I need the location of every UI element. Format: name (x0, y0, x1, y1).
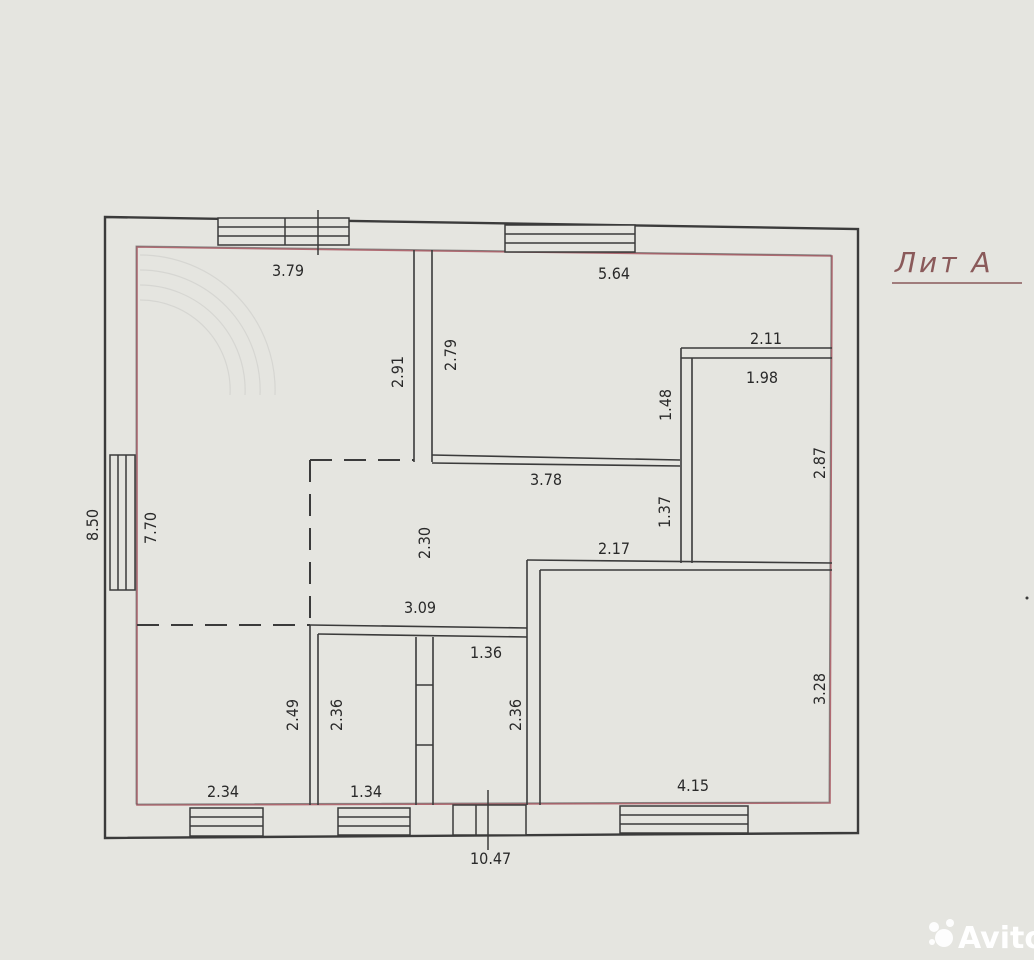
bottom-mid-partition (415, 637, 434, 805)
window-bottom-1 (189, 807, 264, 837)
dim-partition-left-height: 2.91 (388, 356, 407, 388)
dim-bottom-left-height: 2.49 (283, 699, 302, 731)
dim-hall-width: 3.78 (530, 470, 562, 489)
avito-logo-icon (929, 919, 954, 947)
dim-total-width: 10.47 (470, 849, 511, 868)
dimension-labels: 3.79 5.64 2.91 2.79 2.11 1.98 1.48 2.87 … (83, 261, 829, 868)
interior-walls (309, 250, 833, 805)
dim-total-height: 8.50 (83, 509, 102, 541)
windows (109, 210, 749, 850)
window-bottom-3 (619, 805, 749, 834)
dim-bottom-mid-height: 2.36 (506, 699, 525, 731)
zone-lines (137, 459, 414, 626)
top-right-room-wall (431, 454, 681, 467)
avito-logo-text: Avito (958, 921, 1034, 956)
dim-top-left-room-width: 3.79 (272, 261, 304, 280)
dim-small-room-width: 1.36 (470, 643, 502, 662)
dim-bottom-small-height: 2.36 (327, 699, 346, 731)
stamp-watermark (139, 254, 276, 396)
door-bottom (452, 790, 527, 850)
dim-bathroom-height: 2.87 (810, 447, 829, 479)
dim-bottom-small-width: 1.34 (350, 782, 382, 801)
dim-bathroom-offset: 1.48 (656, 389, 675, 421)
dim-hall-offset: 1.37 (655, 496, 674, 528)
dim-top-right-room-width: 5.64 (598, 264, 630, 283)
corridor-wall (526, 559, 833, 571)
dim-bottom-left-width: 2.34 (207, 782, 239, 801)
dim-bathroom-top-width: 2.11 (750, 329, 782, 348)
dim-bathroom-inner-width: 1.98 (746, 368, 778, 387)
dim-center-width: 3.09 (404, 598, 436, 617)
middle-wall (309, 624, 528, 638)
partition-top (413, 250, 433, 462)
dim-big-room-height: 3.28 (810, 673, 829, 705)
avito-watermark: Avito (929, 919, 1034, 956)
window-bottom-2 (337, 807, 411, 836)
window-left (109, 454, 136, 591)
dim-big-room-width: 4.15 (677, 776, 709, 795)
dim-corridor-width: 2.17 (598, 539, 630, 558)
bathroom-walls (680, 347, 832, 563)
sheet-title: Лит А (894, 246, 994, 279)
bottom-left-partition (309, 625, 319, 805)
dim-left-room-height: 7.70 (141, 512, 160, 544)
dim-partition-right-height: 2.79 (441, 339, 460, 371)
dim-hall-height: 2.30 (415, 527, 434, 559)
window-top-left (217, 210, 350, 255)
big-room-left-wall (526, 560, 541, 805)
window-top-right (504, 224, 636, 253)
